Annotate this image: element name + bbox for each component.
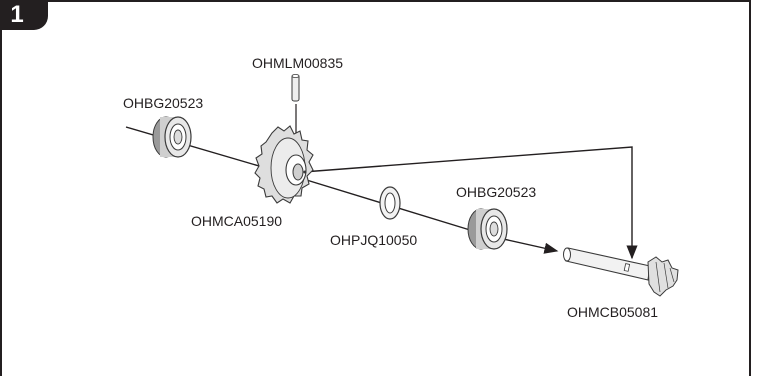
bearing-left-code-label: OHBG20523 — [123, 95, 204, 111]
washer-code-label: OHPJQ10050 — [330, 232, 418, 248]
gear-code-label: OHMCA05190 — [191, 213, 283, 229]
bearing-left-part — [152, 116, 192, 158]
bearing-right-code-label: OHBG20523 — [456, 184, 537, 200]
washer-part — [379, 186, 401, 220]
pin-part — [291, 74, 300, 102]
gear-to-pinion-guide — [302, 146, 638, 260]
bearing-right-part — [467, 208, 508, 250]
gear-part — [254, 125, 314, 204]
pin-code-label: OHMLM00835 — [252, 55, 344, 71]
pinion-shaft-part — [563, 247, 679, 297]
step-badge: 1 — [0, 0, 48, 30]
pinion-shaft-code-label: OHMCB05081 — [567, 304, 659, 320]
step-number: 1 — [10, 1, 24, 28]
